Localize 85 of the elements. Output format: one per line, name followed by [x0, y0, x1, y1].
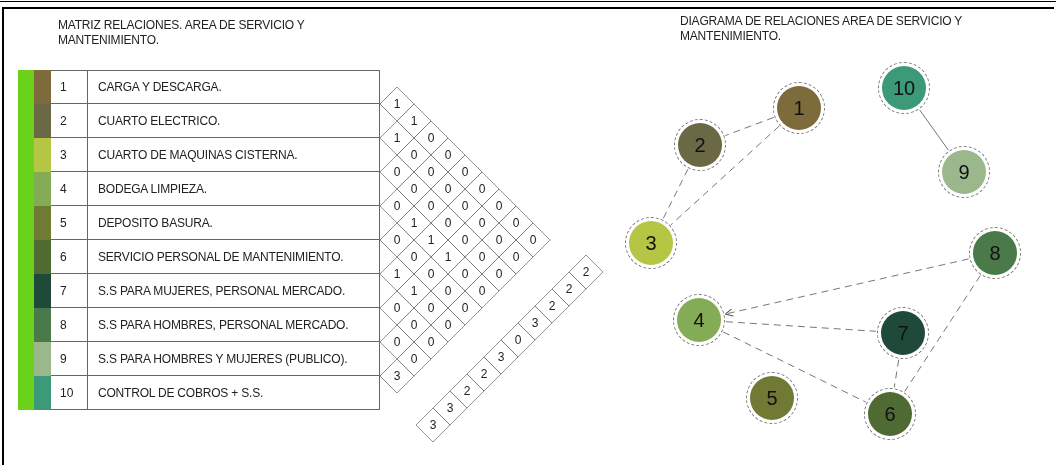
matrix-value: 1	[392, 97, 402, 111]
space-name: S.S PARA MUJERES, PERSONAL MERCADO.	[98, 284, 346, 298]
matrix-value: 0	[511, 250, 521, 264]
matrix-value: 1	[443, 250, 453, 264]
space-name: S.S PARA HOMBRES, PERSONAL MERCADO.	[98, 318, 349, 332]
matrix-value: 0	[409, 250, 419, 264]
row-number: 8	[60, 318, 67, 332]
matrix-value: 0	[392, 301, 402, 315]
matrix-value: 1	[409, 114, 419, 128]
matrix-value: 0	[460, 199, 470, 213]
matrix-value: 0	[443, 284, 453, 298]
matrix-value: 0	[426, 301, 436, 315]
matrix-value: 0	[392, 233, 402, 247]
matrix-value: 1	[392, 267, 402, 281]
space-name: CONTROL DE COBROS + S.S.	[98, 386, 264, 400]
space-name: CARGA Y DESCARGA.	[98, 80, 222, 94]
row-number: 7	[60, 284, 67, 298]
space-name: DEPOSITO BASURA.	[98, 216, 213, 230]
matrix-value: 0	[426, 267, 436, 281]
matrix-value: 0	[426, 131, 436, 145]
total-value: 2	[479, 367, 489, 381]
total-value: 2	[581, 265, 591, 279]
space-name: CUARTO DE MAQUINAS CISTERNA.	[98, 148, 298, 162]
row-number: 3	[60, 148, 67, 162]
matrix-value: 0	[477, 182, 487, 196]
connector-line	[722, 331, 867, 403]
matrix-value: 0	[477, 250, 487, 264]
matrix-value: 0	[528, 233, 538, 247]
matrix-value: 0	[426, 165, 436, 179]
space-name: S.S PARA HOMBRES Y MUJERES (PUBLICO).	[98, 352, 348, 366]
matrix-value: 0	[443, 148, 453, 162]
total-value: 2	[547, 299, 557, 313]
connector-line	[670, 125, 780, 226]
matrix-value: 0	[477, 284, 487, 298]
row-number: 4	[60, 182, 67, 196]
matrix-value: 1	[426, 233, 436, 247]
total-value: 3	[530, 316, 540, 330]
matrix-value: 0	[409, 182, 419, 196]
heading: MATRIZ RELACIONES. AREA DE SERVICIO Y MANTENIMIENTO.	[58, 18, 306, 48]
space-name: SERVICIO PERSONAL DE MANTENIMIENTO.	[98, 250, 344, 264]
matrix-value: 0	[443, 182, 453, 196]
total-value: 3	[496, 350, 506, 364]
connector-line	[662, 168, 689, 220]
connector-line	[904, 275, 981, 392]
row-number: 10	[60, 386, 74, 400]
heading: DIAGRAMA DE RELACIONES AREA DE SERVICIO Y MANTENIMIENTO.	[680, 14, 963, 44]
matrix-value: 0	[494, 233, 504, 247]
matrix-value: 0	[426, 199, 436, 213]
total-value: 0	[513, 333, 523, 347]
matrix-value: 0	[426, 335, 436, 349]
matrix-value: 1	[409, 284, 419, 298]
matrix-value: 0	[477, 216, 487, 230]
space-name: CUARTO ELECTRICO.	[98, 114, 221, 128]
row-number: 6	[60, 250, 67, 264]
matrix-value: 0	[460, 267, 470, 281]
matrix-value: 1	[392, 131, 402, 145]
space-name: BODEGA LIMPIEZA.	[98, 182, 207, 196]
matrix-value: 0	[409, 318, 419, 332]
connector-line	[725, 321, 877, 332]
matrix-value: 0	[409, 352, 419, 366]
connector-line	[919, 109, 949, 151]
row-number: 2	[60, 114, 67, 128]
matrix-value: 0	[409, 148, 419, 162]
matrix-value: 0	[392, 335, 402, 349]
matrix-value: 0	[494, 199, 504, 213]
matrix-value: 3	[392, 369, 402, 383]
total-value: 2	[564, 282, 574, 296]
connector-line	[893, 359, 900, 388]
matrix-value: 0	[443, 216, 453, 230]
matrix-value: 0	[443, 318, 453, 332]
row-number: 9	[60, 352, 67, 366]
row-number: 1	[60, 80, 67, 94]
matrix-value: 0	[392, 165, 402, 179]
matrix-value: 1	[409, 216, 419, 230]
total-value: 3	[445, 401, 455, 415]
total-value: 3	[428, 418, 438, 432]
matrix-value: 0	[511, 216, 521, 230]
total-value: 2	[462, 384, 472, 398]
connector-line	[724, 116, 775, 137]
matrix-value: 0	[460, 165, 470, 179]
matrix-value: 0	[460, 301, 470, 315]
matrix-value: 0	[494, 267, 504, 281]
row-number: 5	[60, 216, 67, 230]
matrix-value: 0	[392, 199, 402, 213]
matrix-value: 0	[460, 233, 470, 247]
